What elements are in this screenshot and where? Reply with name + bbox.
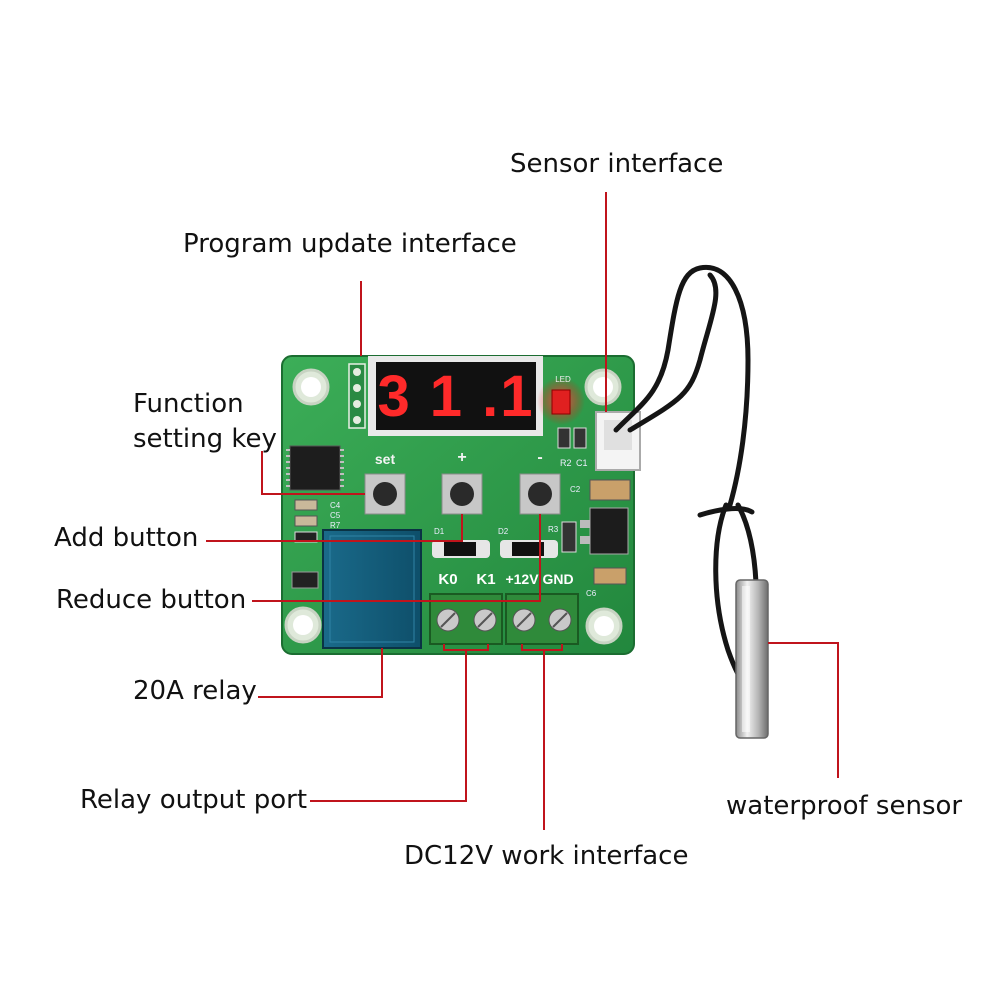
relay-20a: [322, 529, 422, 649]
callout-line-relay: [258, 648, 383, 698]
led-label: LED: [555, 375, 571, 384]
silk-c6: C6: [586, 589, 597, 598]
silk-r2: R2: [560, 458, 572, 468]
minus-silk-label: -: [537, 449, 542, 466]
callout-line-function: [261, 451, 365, 495]
label-relay-output: Relay output port: [80, 785, 308, 815]
silk-d2: D2: [498, 527, 509, 536]
terminal-labels: K0 K1 +12V GND: [438, 571, 573, 588]
callout-line-reduce: [252, 514, 541, 602]
callout-line-dc12v-b: [544, 644, 563, 651]
minus-key: [519, 473, 561, 515]
silk-c5: C5: [330, 511, 341, 520]
smd-components-top: R2 C1: [557, 427, 588, 468]
terminal-label-k1: K1: [476, 571, 495, 588]
callout-line-dc12v: [521, 644, 545, 830]
status-led: LED: [537, 375, 585, 425]
diodes: D1 D2 R3: [432, 521, 577, 558]
ic-chip: [286, 445, 344, 491]
terminal-label-12v: +12V: [505, 571, 539, 587]
silk-c1: C1: [576, 458, 588, 468]
label-function-line1: Function: [133, 389, 244, 419]
silk-d1: D1: [434, 527, 445, 536]
callout-line-relay-output-b: [466, 644, 489, 651]
terminal-blocks: [429, 593, 579, 645]
terminal-label-k0: K0: [438, 571, 457, 588]
plus-silk-label: +: [457, 449, 466, 466]
mounting-holes: [284, 368, 623, 645]
program-header: [348, 363, 366, 429]
callout-line-add: [206, 514, 463, 542]
smd-components-right: C2 C6: [570, 479, 631, 598]
terminal-label-gnd: GND: [542, 571, 573, 587]
pcb-board: 3 1 .1 LED R2 C1 set + -: [281, 355, 641, 655]
smd-components-left: C4 C5 R7: [291, 499, 341, 589]
silk-r7: R7: [330, 521, 341, 530]
callout-lines: [206, 192, 839, 830]
label-add-button: Add button: [54, 523, 199, 553]
label-function-line2: setting key: [133, 424, 277, 454]
set-key: [364, 473, 406, 515]
sensor-probe: [735, 579, 769, 739]
display-digits: 3 1 .1: [377, 364, 534, 429]
set-silk-label: set: [375, 451, 396, 467]
silk-r3: R3: [548, 525, 559, 534]
seven-segment-display: 3 1 .1: [368, 356, 543, 436]
label-waterproof: waterproof sensor: [726, 791, 963, 821]
label-program-update: Program update interface: [183, 229, 517, 259]
callout-line-waterproof: [768, 642, 839, 778]
label-sensor-interface: Sensor interface: [510, 149, 724, 179]
silk-c4: C4: [330, 501, 341, 510]
label-dc12v: DC12V work interface: [404, 841, 689, 871]
label-reduce-button: Reduce button: [56, 585, 247, 615]
plus-key: [441, 473, 483, 515]
callout-line-relay-output: [310, 644, 467, 802]
sensor-connector: [595, 411, 641, 471]
label-relay: 20A relay: [133, 676, 257, 706]
silk-c2: C2: [570, 485, 581, 494]
